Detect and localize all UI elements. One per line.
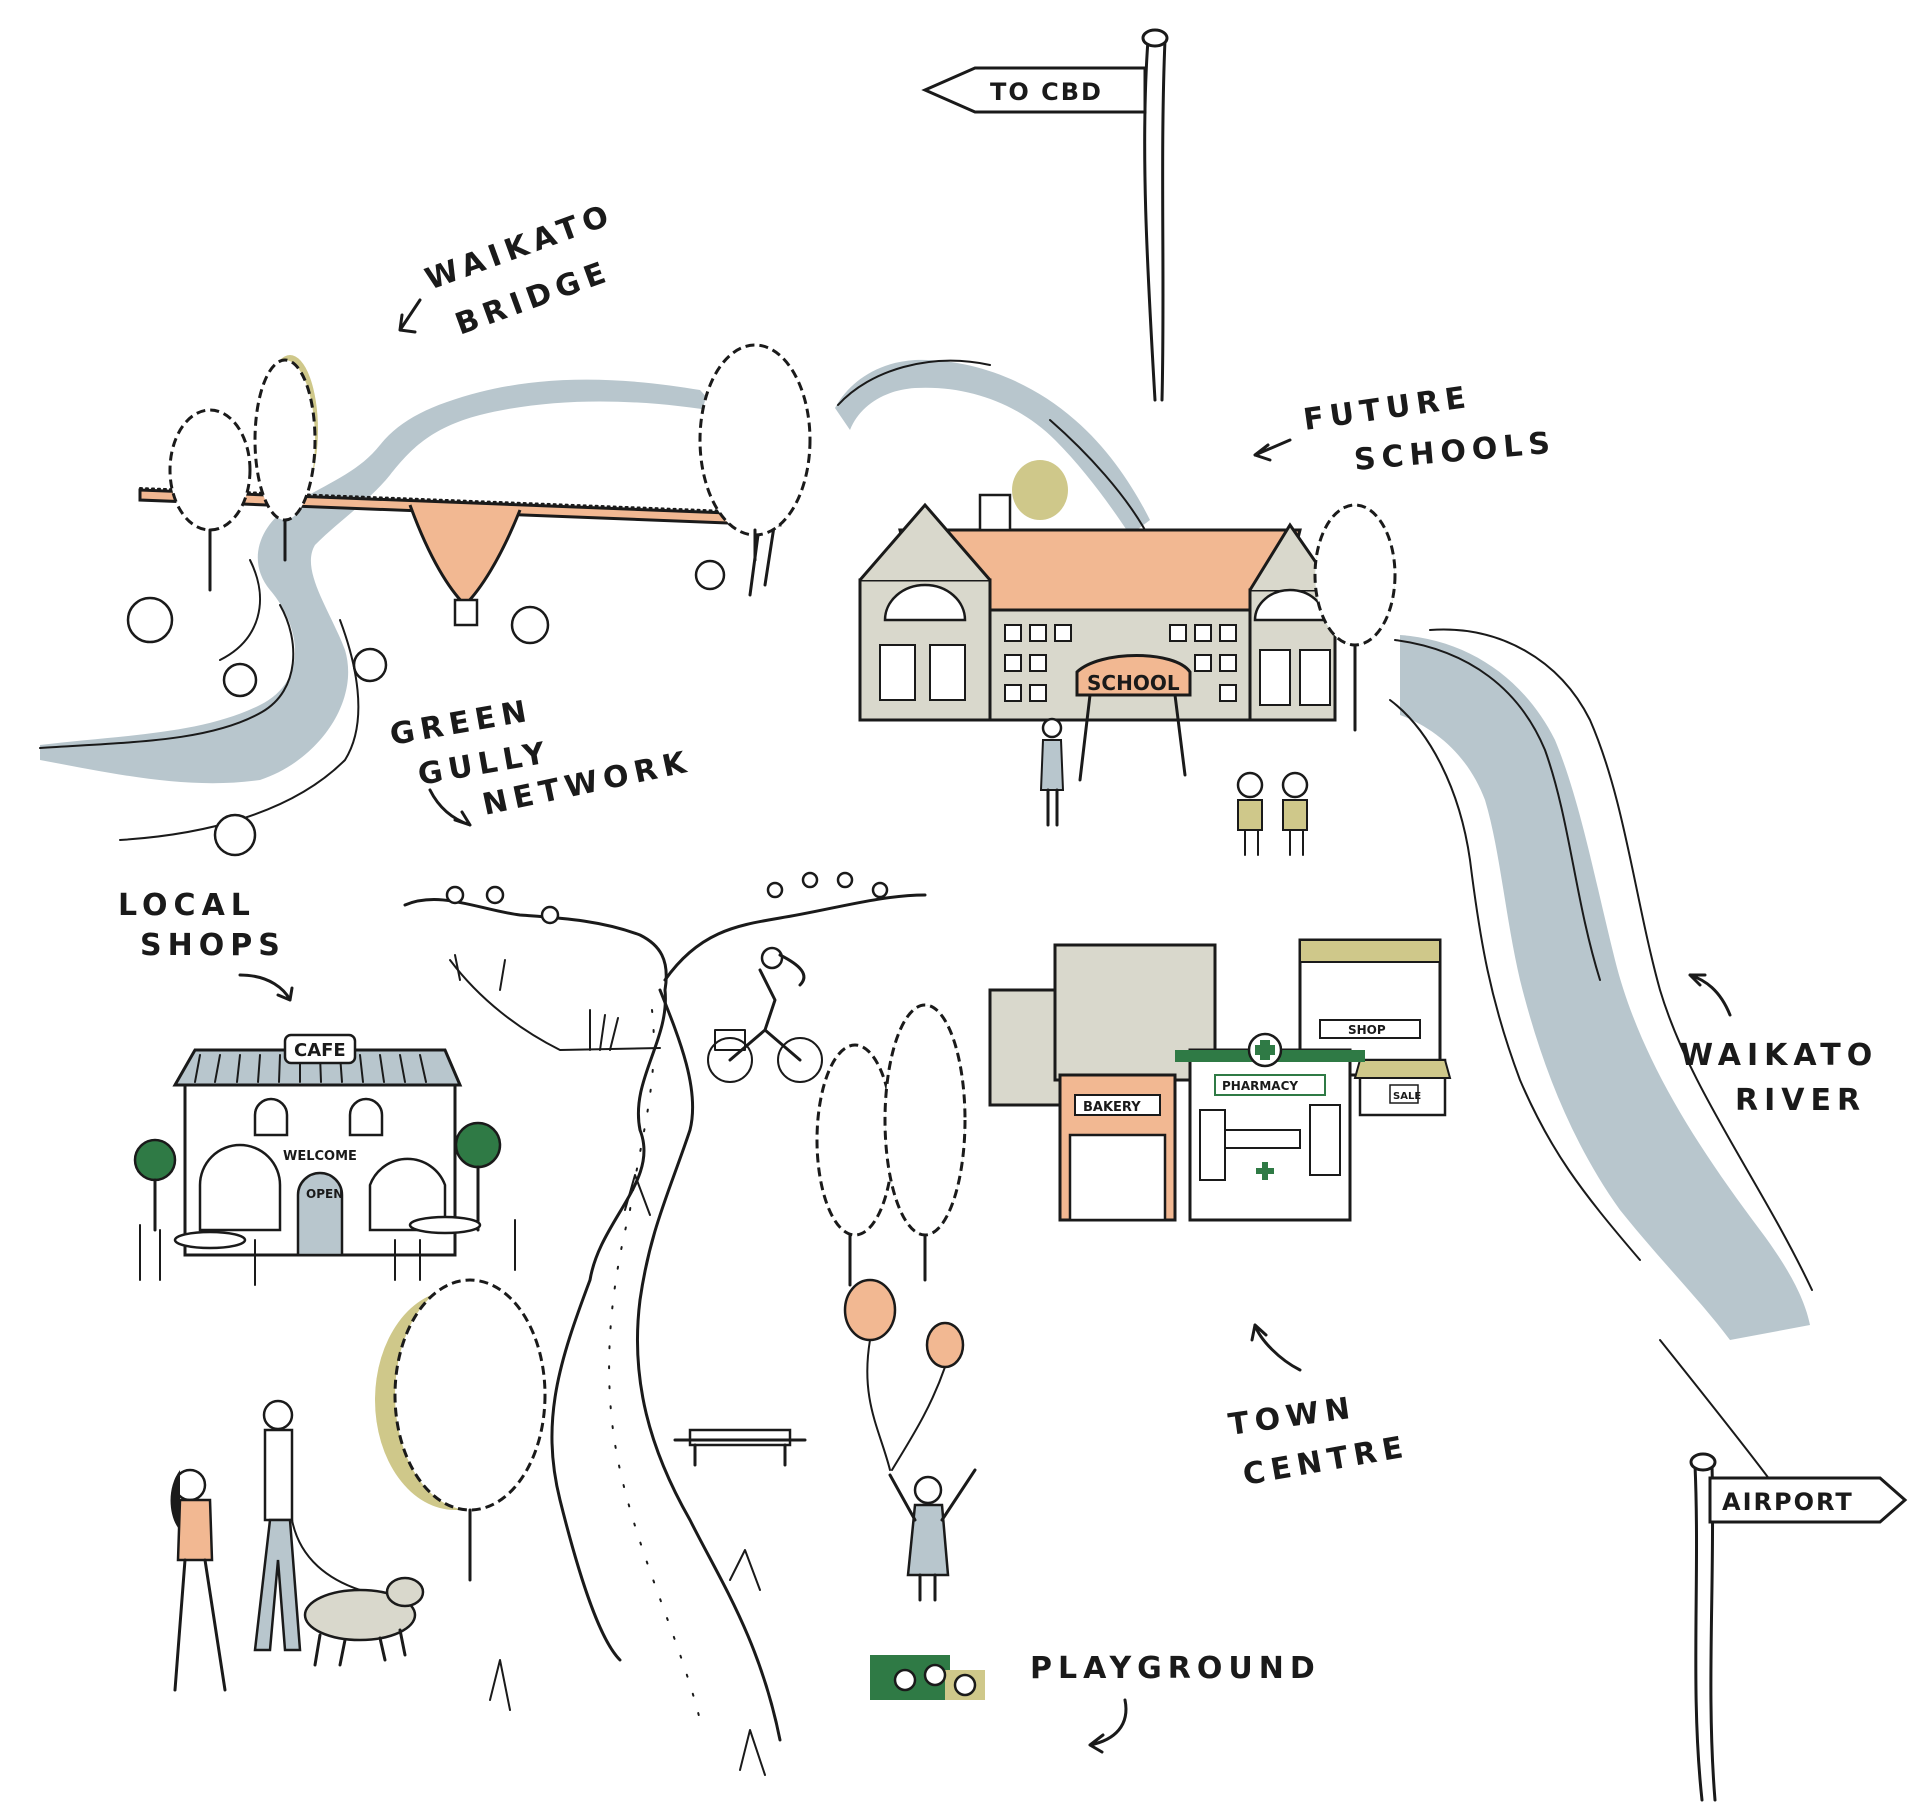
cafe-building: CAFE WELCOME OPEN bbox=[133, 1033, 516, 1286]
bridge-arrow bbox=[398, 298, 422, 334]
schools-label-line2: SCHOOLS bbox=[1353, 425, 1558, 478]
signpost-icon bbox=[921, 28, 1169, 402]
waikato-river-right bbox=[835, 359, 1813, 1481]
sale-sign: SALE bbox=[1393, 1091, 1421, 1102]
gully-arrow bbox=[428, 788, 472, 827]
town-label-line2: CENTRE bbox=[1240, 1429, 1411, 1493]
airport-label: AIRPORT bbox=[1722, 1488, 1854, 1516]
river-label-line1: WAIKATO bbox=[1680, 1038, 1878, 1073]
bridge-trees bbox=[126, 343, 812, 857]
playground-arrow bbox=[1088, 1698, 1128, 1754]
green-gully-path bbox=[403, 871, 927, 1742]
dog-icon bbox=[291, 1519, 425, 1667]
shops-label-line2: SHOPS bbox=[140, 928, 286, 963]
walkers-with-dog bbox=[170, 1399, 425, 1692]
river-label-line2: RIVER bbox=[1735, 1083, 1866, 1118]
town-arrow bbox=[1250, 1323, 1302, 1372]
welcome-sign: WELCOME bbox=[283, 1149, 357, 1164]
school-sign: SCHOOL bbox=[1087, 671, 1180, 695]
bakery-sign: BAKERY bbox=[1083, 1100, 1141, 1115]
schools-arrow bbox=[1253, 438, 1292, 462]
cafe-sign: CAFE bbox=[294, 1040, 346, 1061]
open-sign: OPEN bbox=[306, 1187, 343, 1201]
cbd-signpost: TO CBD bbox=[921, 28, 1169, 402]
river-arrow bbox=[1688, 973, 1732, 1017]
pharmacy-sign: PHARMACY bbox=[1222, 1079, 1298, 1093]
schools-label-line1: FUTURE bbox=[1301, 380, 1474, 438]
bench-icon bbox=[673, 1428, 807, 1467]
airport-signpost: AIRPORT bbox=[1689, 1452, 1908, 1802]
mid-trees bbox=[815, 1003, 967, 1287]
shops-arrow bbox=[238, 973, 294, 1002]
park-elements bbox=[375, 1174, 985, 1776]
shops-label-line1: LOCAL bbox=[118, 888, 256, 923]
school-people bbox=[1039, 717, 1309, 856]
town-label-line1: TOWN bbox=[1226, 1390, 1358, 1442]
cyclist bbox=[707, 946, 823, 1083]
shop-sign: SHOP bbox=[1348, 1023, 1386, 1037]
playground-label: PLAYGROUND bbox=[1030, 1651, 1321, 1686]
pharmacy-cross-icon bbox=[1247, 1032, 1283, 1180]
school-building: SCHOOL bbox=[858, 460, 1397, 782]
signpost-icon bbox=[1689, 1452, 1908, 1802]
cbd-label: TO CBD bbox=[990, 78, 1103, 106]
town-centre-buildings: SHOP SALE BAKERY PHARMACY bbox=[988, 938, 1452, 1222]
balloon-icon bbox=[843, 1278, 965, 1471]
